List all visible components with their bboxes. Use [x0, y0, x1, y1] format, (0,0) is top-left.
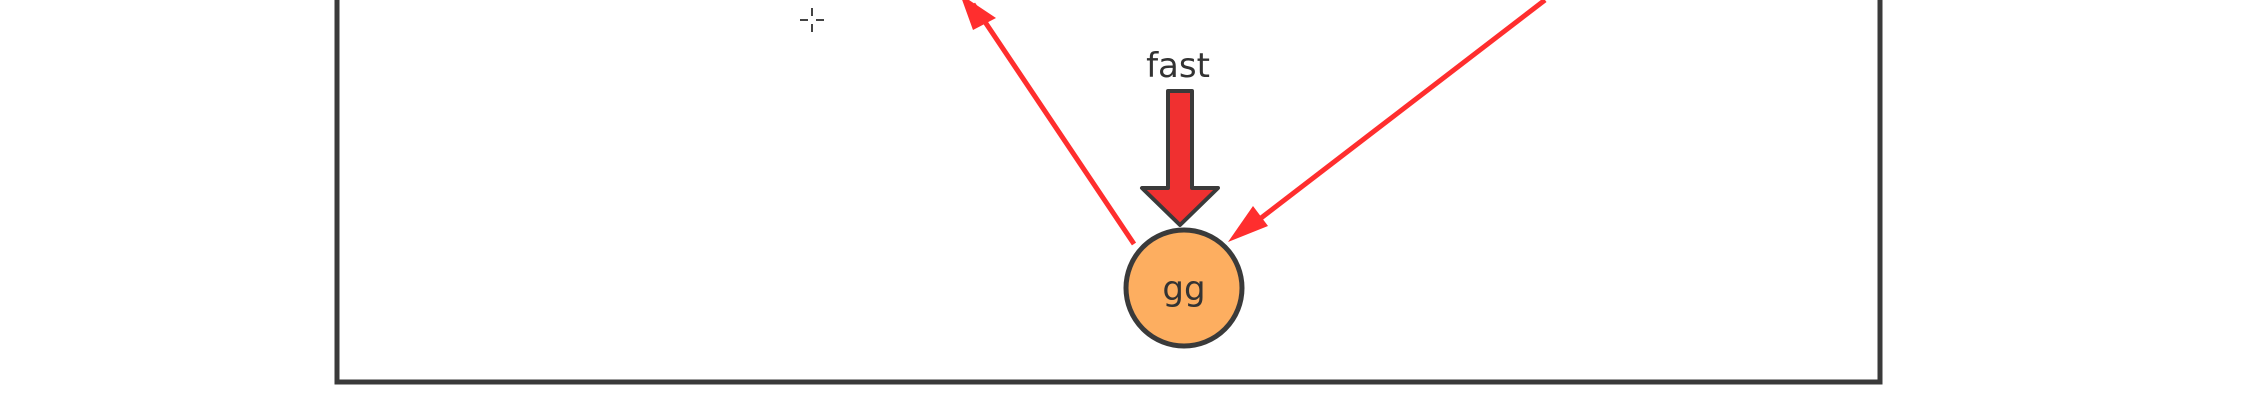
edge-upper-node-to-gg-arrowhead [1228, 206, 1268, 242]
edge-gg-to-upper-node [970, 2, 1137, 246]
fast-pointer-arrow-icon [1140, 89, 1220, 227]
diagram-frame [334, 0, 1883, 385]
edge-gg-to-upper-node-arrowhead [962, 0, 996, 30]
node-gg-label: gg [1162, 269, 1205, 309]
crosshair-cursor-icon [800, 8, 824, 32]
edge-upper-node-to-gg [1246, 0, 1547, 230]
fast-pointer-label: fast [1146, 46, 1210, 86]
node-gg [1123, 227, 1245, 349]
